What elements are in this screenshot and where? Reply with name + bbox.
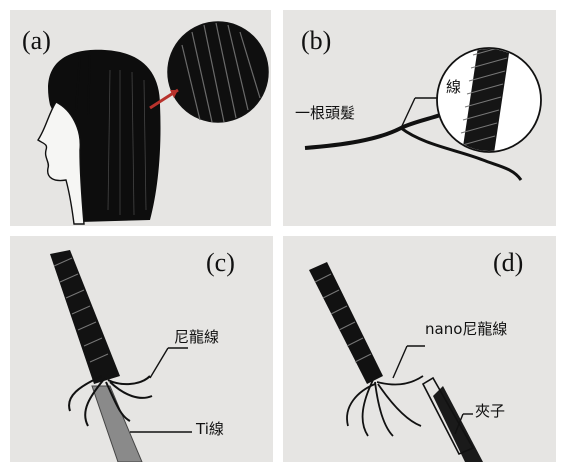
panel-b: (b) 一根頭髮 線 bbox=[283, 10, 556, 226]
clip-label: 夾子 bbox=[475, 404, 505, 419]
panel-b-letter: (b) bbox=[301, 28, 331, 54]
panel-c: (c) 尼龍線 Ti線 bbox=[10, 236, 273, 462]
panel-a: (a) bbox=[10, 10, 271, 226]
panel-d-letter: (d) bbox=[493, 250, 523, 276]
nano-nylon-label: nano尼龍線 bbox=[425, 322, 507, 337]
panel-a-letter: (a) bbox=[22, 28, 51, 54]
thread-label: 線 bbox=[446, 80, 461, 95]
panel-d: (d) nano尼龍線 夾子 bbox=[283, 236, 556, 462]
nylon-label: 尼龍線 bbox=[174, 330, 219, 345]
panel-c-letter: (c) bbox=[206, 250, 235, 276]
hair-label: 一根頭髮 bbox=[295, 106, 355, 121]
ti-wire-label: Ti線 bbox=[196, 422, 224, 437]
